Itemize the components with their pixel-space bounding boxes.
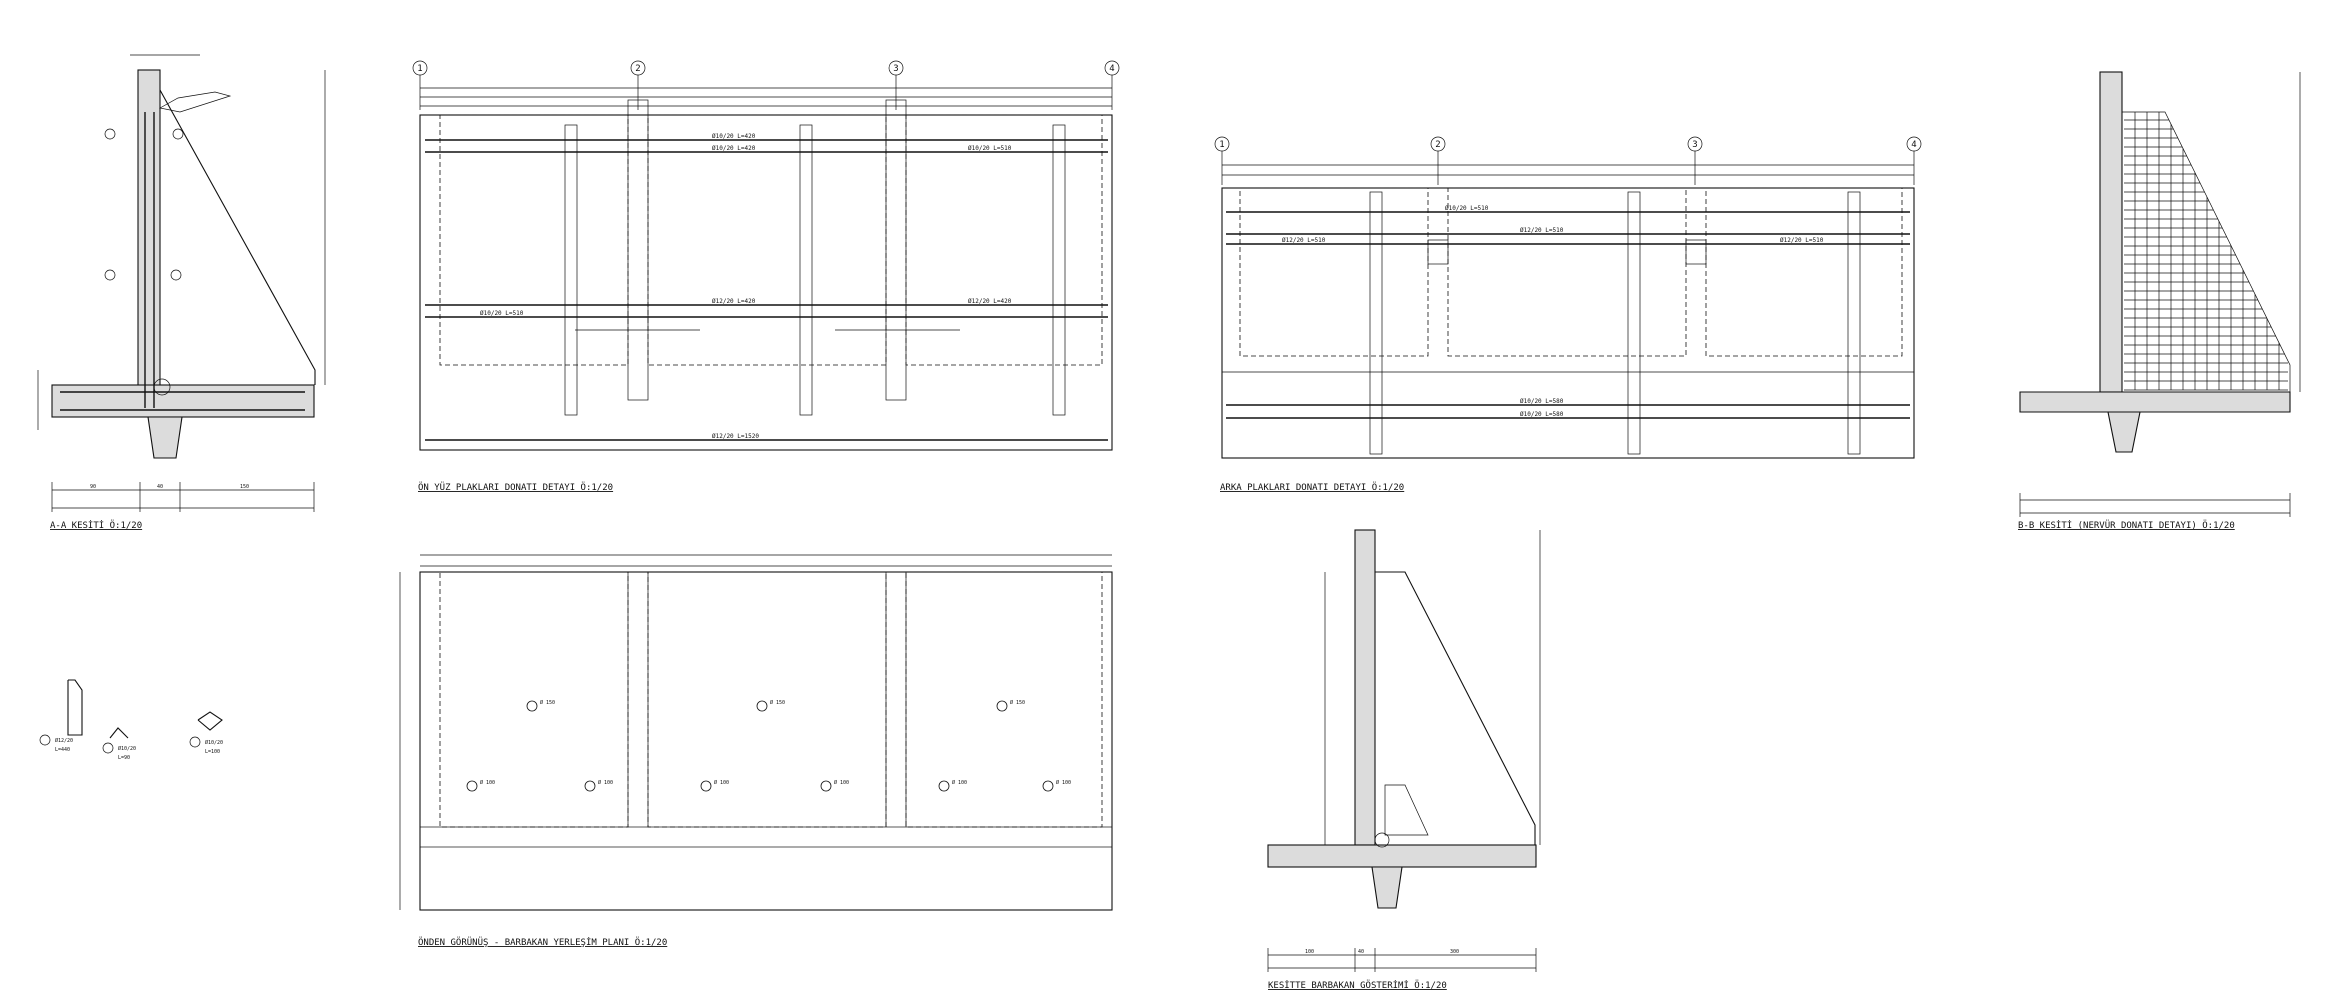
drain-panel-outline (419, 571, 1113, 911)
drain-dim-1: 100 (1305, 949, 1314, 955)
front-bar-label-1: Ø10/20 L=420 (712, 133, 756, 140)
bb-mesh (2124, 112, 2288, 391)
back-grid-4: 4 (1911, 140, 1916, 150)
aa-dim-2: 40 (157, 484, 163, 490)
front-panel-title: ÖN YÜZ PLAKLARI DONATI DETAYI Ö:1/20 (418, 482, 613, 493)
aa-dim-1: 90 (90, 484, 96, 490)
bar-1-len: L=440 (55, 747, 70, 753)
hole-label-3: Ø 150 (1010, 699, 1025, 706)
hole-label-6: Ø 100 (714, 779, 729, 786)
aa-section-view: 90 40 150 A-A KESİTİ Ö:1/20 (37, 54, 326, 531)
bar-2-spec: Ø10/20 (118, 745, 136, 752)
bar-schedule: Ø12/20 L=440 Ø10/20 L=90 Ø10/20 L=100 (39, 679, 223, 761)
aa-top-cap (158, 91, 232, 113)
front-grid-2: 2 (635, 64, 640, 74)
front-bar-label-2: Ø10/20 L=420 (712, 145, 756, 152)
front-bar-label-7: Ø12/20 L=1520 (712, 433, 759, 440)
bb-shear-key (2107, 411, 2141, 453)
bar-3-spec: Ø10/20 (205, 739, 223, 746)
back-panel-title: ARKA PLAKLARI DONATI DETAYI Ö:1/20 (1220, 482, 1404, 493)
drain-layout-view: Ø 150 Ø 150 Ø 150 Ø 100 Ø 100 Ø 100 Ø 10… (399, 554, 1113, 948)
drain-section-title: KESİTTE BARBAKAN GÖSTERİMİ Ö:1/20 (1268, 980, 1447, 991)
front-grid-4: 4 (1109, 64, 1114, 74)
aa-base-slab (51, 384, 315, 418)
drain-layout-title: ÖNDEN GÖRÜNÜŞ - BARBAKAN YERLEŞİM PLANI … (418, 937, 667, 948)
bar-3-len: L=100 (205, 749, 220, 755)
front-bar-label-6: Ø10/20 L=510 (968, 145, 1012, 152)
drain-sec-stem (1354, 529, 1376, 846)
drain-sec-key (1371, 866, 1403, 909)
back-bar-label-5: Ø10/20 L=580 (1520, 398, 1564, 405)
aa-wall-stem (137, 69, 161, 401)
back-panel-view: 1 2 3 4 Ø10/20 L=510 Ø12/20 L=510 Ø12/20… (1214, 136, 1922, 493)
hole-label-2: Ø 150 (770, 699, 785, 706)
front-bar-label-4: Ø12/20 L=420 (968, 298, 1012, 305)
back-grid-1: 1 (1219, 140, 1224, 150)
bb-section-title: B-B KESİTİ (NERVÜR DONATI DETAYI) Ö:1/20 (2018, 520, 2235, 531)
back-bar-label-6: Ø10/20 L=580 (1520, 411, 1564, 418)
aa-shear-key (147, 416, 183, 459)
front-bar-label-5: Ø10/20 L=510 (480, 310, 524, 317)
front-panel-outline (419, 114, 1113, 451)
drain-dim-3: 300 (1450, 949, 1459, 955)
bb-section-view: B-B KESİTİ (NERVÜR DONATI DETAYI) Ö:1/20 (2018, 71, 2301, 531)
back-bar-label-4: Ø12/20 L=510 (1780, 237, 1824, 244)
back-bar-label-3: Ø12/20 L=510 (1282, 237, 1326, 244)
hole-label-5: Ø 100 (598, 779, 613, 786)
hole-label-9: Ø 100 (1056, 779, 1071, 786)
front-panel-view: 1 2 3 4 Ø10/20 L=420 Ø10/20 (412, 60, 1120, 493)
bb-base-slab (2019, 391, 2291, 413)
drain-section-view: 100 40 300 KESİTTE BARBAKAN GÖSTERİMİ Ö:… (1267, 529, 1541, 991)
back-bar-label-2: Ø12/20 L=510 (1520, 227, 1564, 234)
aa-counterfort-outline (159, 89, 316, 385)
bar-2-len: L=90 (118, 755, 130, 761)
front-grid-1: 1 (417, 64, 422, 74)
front-bar-label-3: Ø12/20 L=420 (712, 298, 756, 305)
hole-label-4: Ø 100 (480, 779, 495, 786)
aa-dim-3: 150 (240, 484, 249, 490)
bar-1-spec: Ø12/20 (55, 737, 73, 744)
back-grid-2: 2 (1435, 140, 1440, 150)
hole-label-1: Ø 150 (540, 699, 555, 706)
back-grid-3: 3 (1692, 140, 1697, 150)
aa-section-title: A-A KESİTİ Ö:1/20 (50, 520, 142, 531)
back-bar-label-1: Ø10/20 L=510 (1445, 205, 1489, 212)
bb-wall-stem (2099, 71, 2123, 393)
hole-label-8: Ø 100 (952, 779, 967, 786)
drain-dim-2: 40 (1358, 949, 1364, 955)
hole-label-7: Ø 100 (834, 779, 849, 786)
drain-sec-base (1267, 844, 1537, 868)
front-grid-3: 3 (893, 64, 898, 74)
